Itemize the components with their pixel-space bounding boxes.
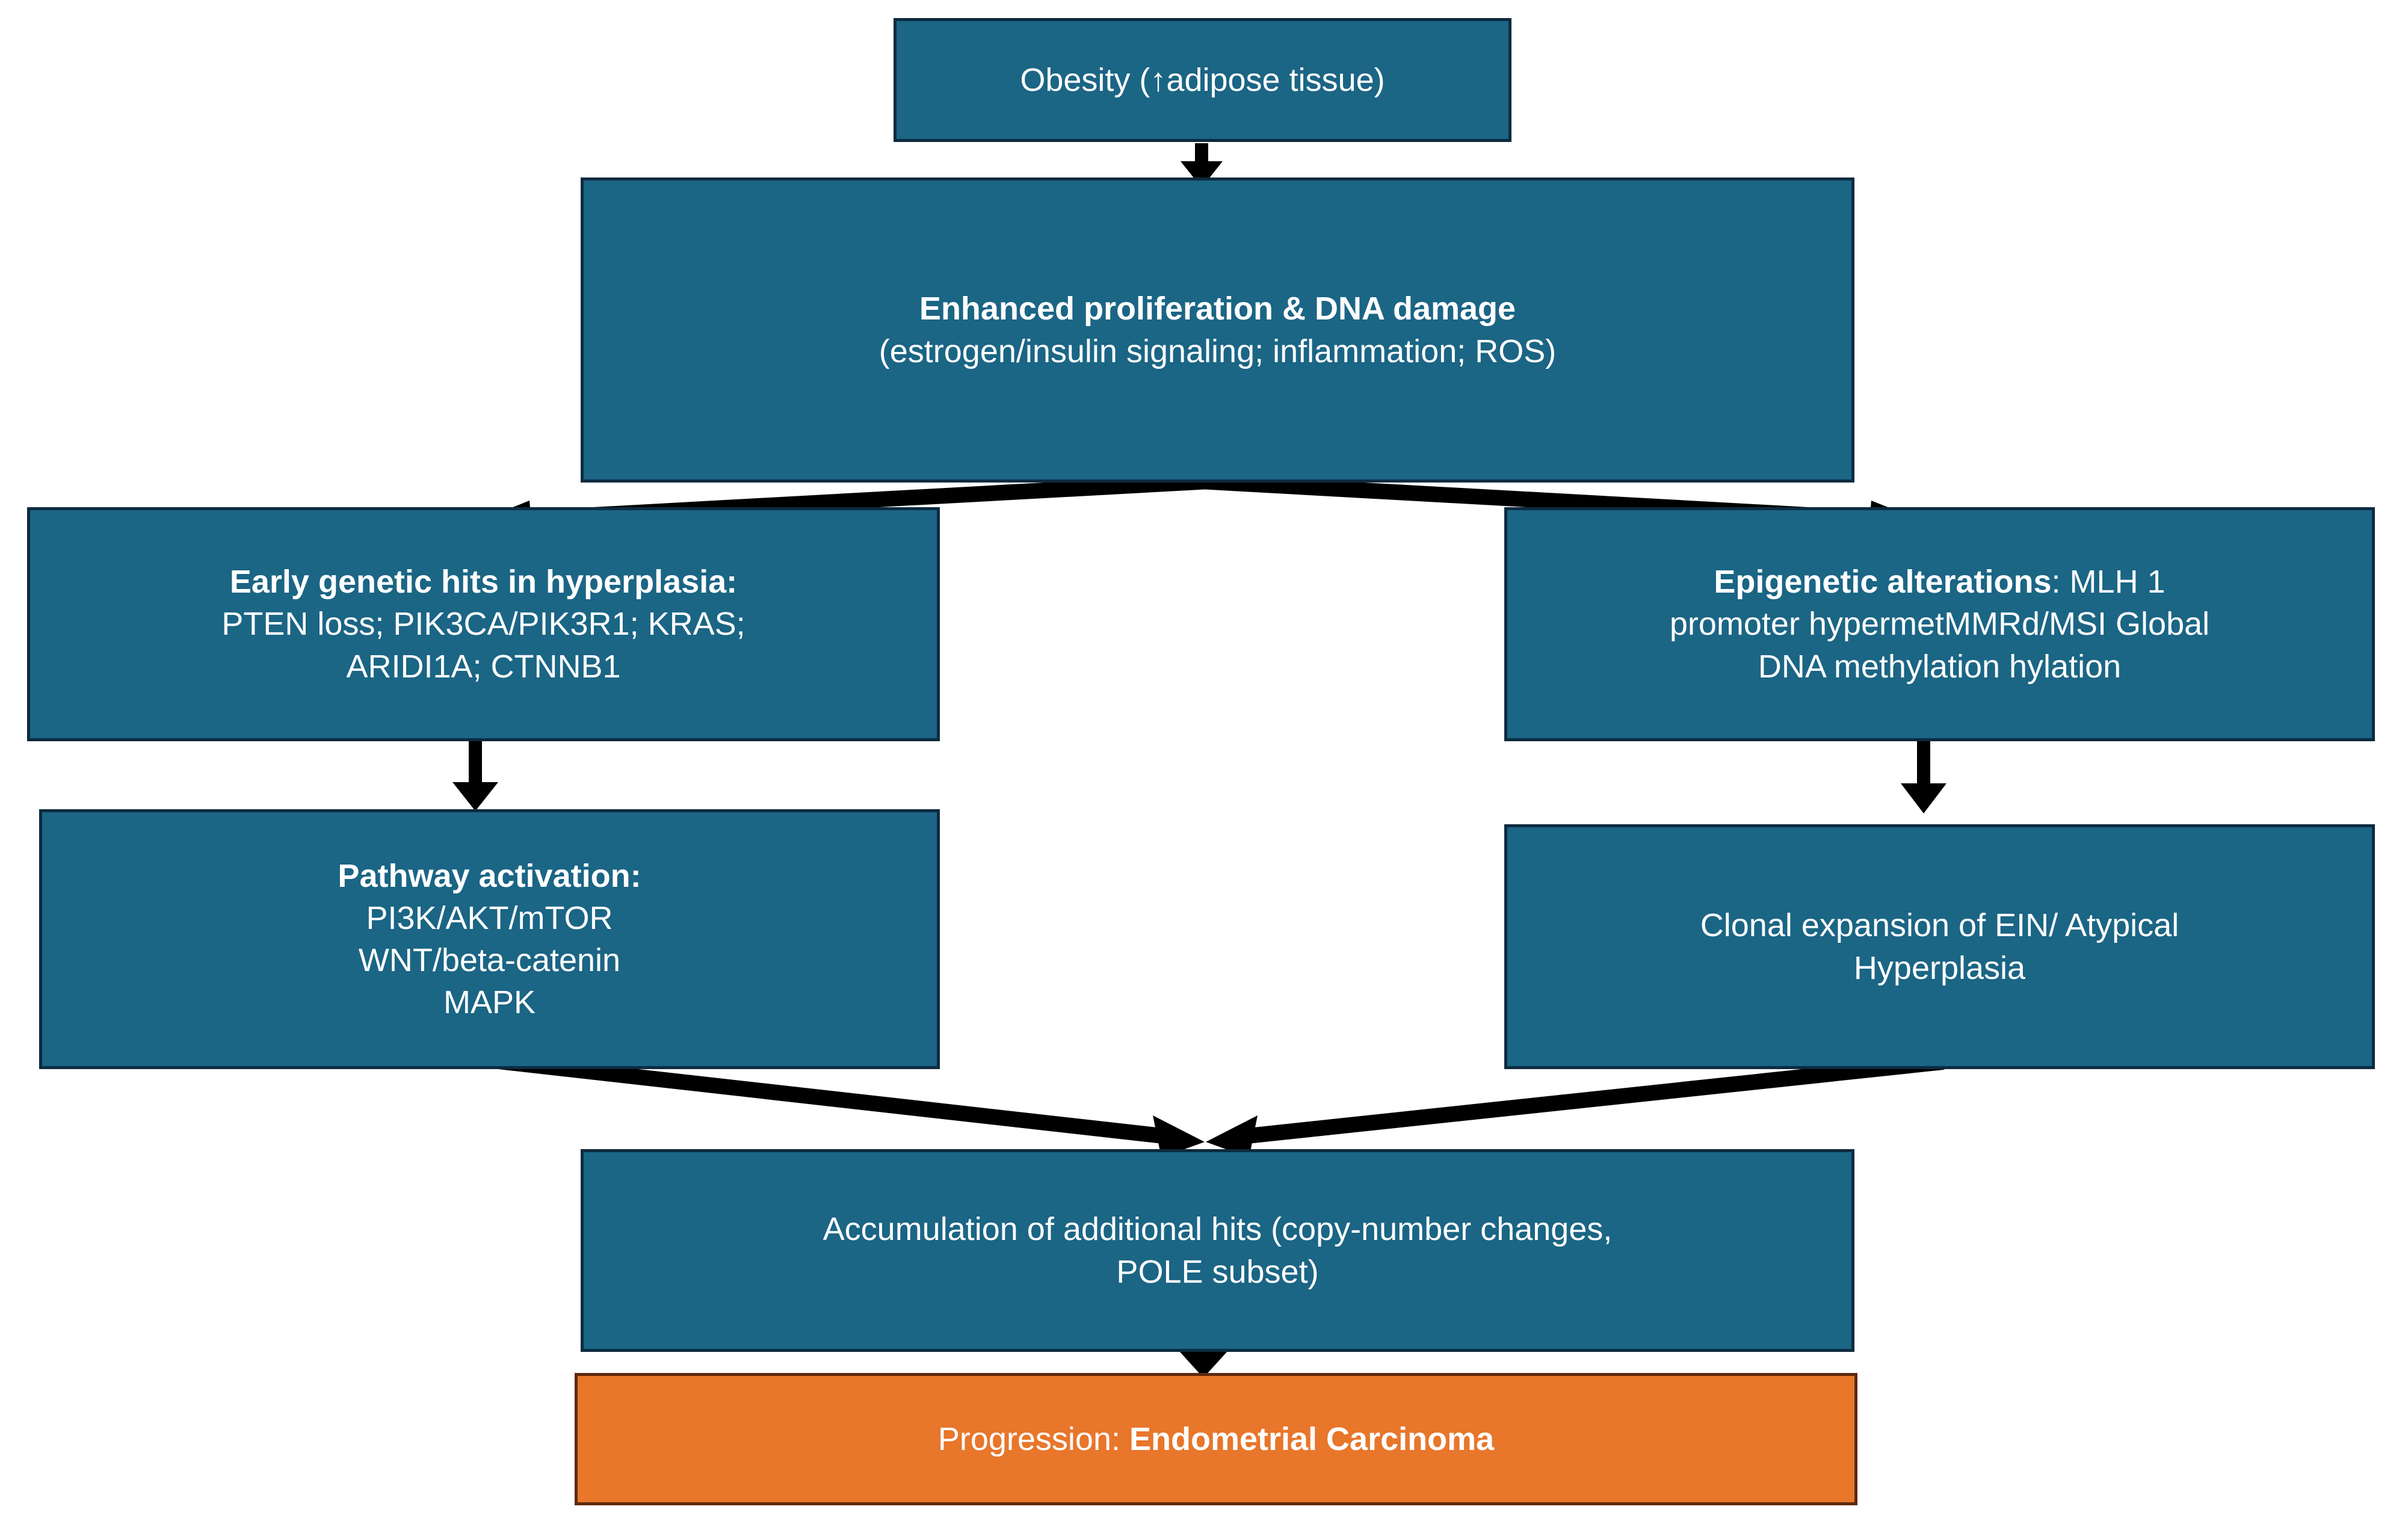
node-clonal-expansion[interactable]: Clonal expansion of EIN/ Atypical Hyperp… — [1504, 824, 2375, 1069]
node-obesity-line-1: Obesity (↑adipose tissue) — [1020, 61, 1385, 98]
node-clonal-expansion-line-1: Clonal expansion of EIN/ Atypical — [1700, 907, 2179, 944]
node-epigenetic-alterations-line-1: Epigenetic alterations: MLH 1 — [1523, 561, 2356, 603]
node-enhanced-proliferation[interactable]: Enhanced proliferation & DNA damage (est… — [581, 177, 1854, 483]
node-early-genetic-hits-line-1: Early genetic hits in hyperplasia: — [229, 564, 738, 600]
arrow-pathway-to-accumulation — [465, 1050, 1205, 1158]
node-epigenetic-alterations-line-3: DNA methylation hylation — [1758, 648, 2122, 685]
node-early-genetic-hits-line-2: PTEN loss; PIK3CA/PIK3R1; KRAS; — [221, 606, 746, 643]
node-accumulation-of-hits-line-2: POLE subset) — [1116, 1253, 1319, 1290]
node-enhanced-proliferation-line-2: (estrogen/insulin signaling; inflammatio… — [878, 333, 1557, 369]
node-accumulation-of-hits[interactable]: Accumulation of additional hits (copy-nu… — [581, 1149, 1854, 1352]
node-progression-endometrial-carcinoma[interactable]: Progression: Endometrial Carcinoma — [575, 1373, 1857, 1505]
arrow-epigenetic-to-clonal — [1901, 741, 1946, 813]
node-clonal-expansion-line-2: Hyperplasia — [1853, 949, 2026, 986]
node-epigenetic-alterations-line-1-rest: : MLH 1 — [2051, 564, 2166, 600]
node-pathway-activation-line-3: WNT/beta-catenin — [358, 942, 621, 978]
node-pathway-activation-line-4: MAPK — [443, 984, 536, 1021]
node-early-genetic-hits-line-3: ARIDI1A; CTNNB1 — [346, 648, 621, 685]
arrow-genetic-hits-to-pathway — [452, 741, 498, 811]
node-pathway-activation-line-1: Pathway activation: — [338, 857, 641, 894]
node-progression-emphasis: Endometrial Carcinoma — [1129, 1420, 1495, 1457]
node-accumulation-of-hits-line-1: Accumulation of additional hits (copy-nu… — [823, 1211, 1613, 1248]
node-pathway-activation-line-2: PI3K/AKT/mTOR — [366, 899, 613, 936]
node-progression-line-1: Progression: Endometrial Carcinoma — [593, 1418, 1839, 1460]
node-progression-prefix: Progression: — [937, 1420, 1129, 1457]
node-epigenetic-alterations[interactable]: Epigenetic alterations: MLH 1 promoter h… — [1504, 507, 2375, 741]
node-enhanced-proliferation-line-1: Enhanced proliferation & DNA damage — [919, 291, 1516, 327]
node-obesity[interactable]: Obesity (↑adipose tissue) — [894, 18, 1511, 142]
node-epigenetic-alterations-heading: Epigenetic alterations — [1714, 564, 2052, 600]
node-early-genetic-hits[interactable]: Early genetic hits in hyperplasia: PTEN … — [27, 507, 940, 741]
node-pathway-activation[interactable]: Pathway activation: PI3K/AKT/mTOR WNT/be… — [39, 809, 940, 1069]
arrow-clonal-to-accumulation — [1206, 1054, 1945, 1158]
node-epigenetic-alterations-line-2: promoter hypermetMMRd/MSI Global — [1669, 606, 2210, 643]
